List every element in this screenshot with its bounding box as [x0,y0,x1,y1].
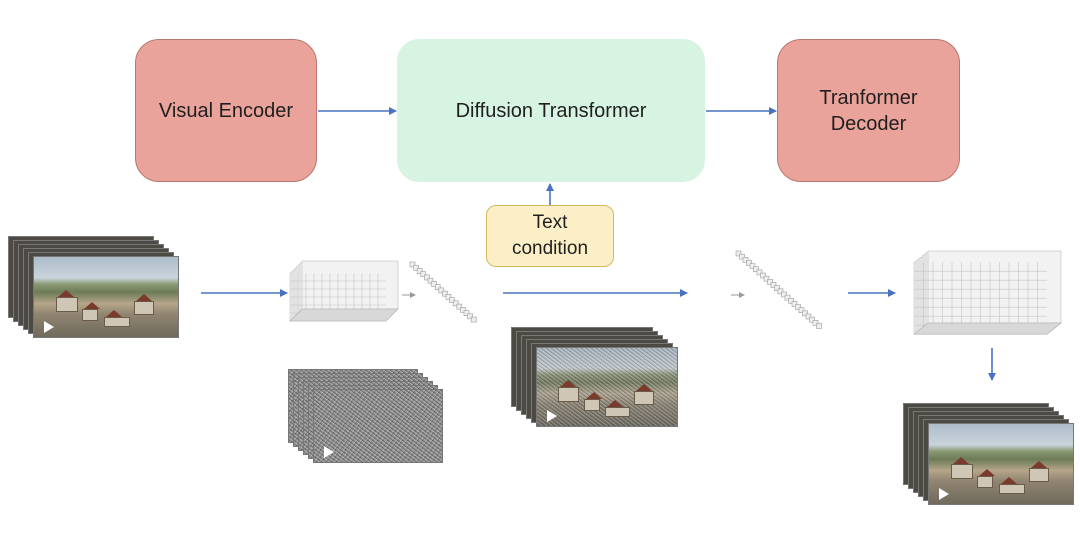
token [781,291,787,298]
token [770,282,777,288]
token [809,316,815,323]
play-icon [324,446,334,458]
house-shape [82,309,98,321]
text-condition-label: Text condition [511,212,589,259]
token [746,260,752,266]
token [749,263,756,269]
cube-shadow [289,308,399,322]
token [767,279,773,285]
video-frame-front [33,256,179,338]
transformer-decoder-box: Tranformer Decoder [777,39,960,182]
token [416,268,423,274]
token [805,313,812,320]
token [434,284,441,290]
video-frame-front [928,423,1074,505]
token [409,261,416,268]
house-shape [634,391,654,405]
play-icon [44,321,54,333]
house-shape [999,484,1025,494]
house-shape [134,301,154,315]
roof-shape [607,400,623,407]
roof-shape [636,384,652,391]
house-shape [104,317,130,327]
token [467,313,473,320]
token [798,307,805,314]
token [424,274,430,281]
token [438,287,445,294]
token [795,304,801,310]
roof-shape [136,294,152,301]
play-icon [939,488,949,500]
token [452,300,459,307]
token [756,269,763,276]
token [431,281,437,287]
input-token-sequence [409,261,477,323]
roof-shape [979,469,995,476]
roof-shape [106,310,122,317]
token [413,264,419,271]
output-latent-cube [913,250,1062,335]
house-shape [558,387,579,402]
token [427,277,434,284]
input-latent-cube [289,260,399,322]
token [816,323,822,329]
transformer-decoder-label: Tranformer Decoder [819,86,918,135]
roof-shape [58,290,74,297]
token [420,271,427,278]
roof-shape [560,380,576,387]
token [742,256,749,263]
roof-shape [586,392,602,399]
roof-shape [1001,477,1017,484]
video-frame-front [536,347,678,427]
visual-encoder-box: Visual Encoder [135,39,317,182]
token [763,275,770,282]
token [784,294,791,301]
output-token-sequence [735,250,822,329]
cube-shadow [913,322,1062,335]
token [449,297,455,303]
token [791,301,798,307]
diffusion-transformer-label: Diffusion Transformer [455,99,647,122]
play-icon [547,410,557,422]
token [445,294,452,300]
token [788,297,794,304]
roof-shape [84,302,100,309]
token [774,285,780,291]
visual-encoder-label: Visual Encoder [158,99,294,122]
roof-shape [1031,461,1047,468]
diffusion-transformer-box: Diffusion Transformer [397,39,705,182]
token [470,316,477,323]
token [739,253,745,260]
house-shape [977,476,993,488]
token [777,288,784,295]
token [463,310,470,316]
house-shape [605,407,630,417]
token [753,266,759,273]
text-condition-box: Text condition [486,205,614,267]
house-shape [951,464,973,479]
house-shape [1029,468,1049,482]
token [735,250,742,257]
cube-layer [927,250,1062,324]
token [442,290,448,297]
token [812,319,819,326]
cube-layer [301,260,399,310]
video-frame-front [313,389,443,463]
roof-shape [953,457,969,464]
token [760,272,766,279]
token [456,303,463,310]
token [802,310,808,317]
house-shape [56,297,78,312]
token [460,307,466,313]
house-shape [584,399,600,411]
